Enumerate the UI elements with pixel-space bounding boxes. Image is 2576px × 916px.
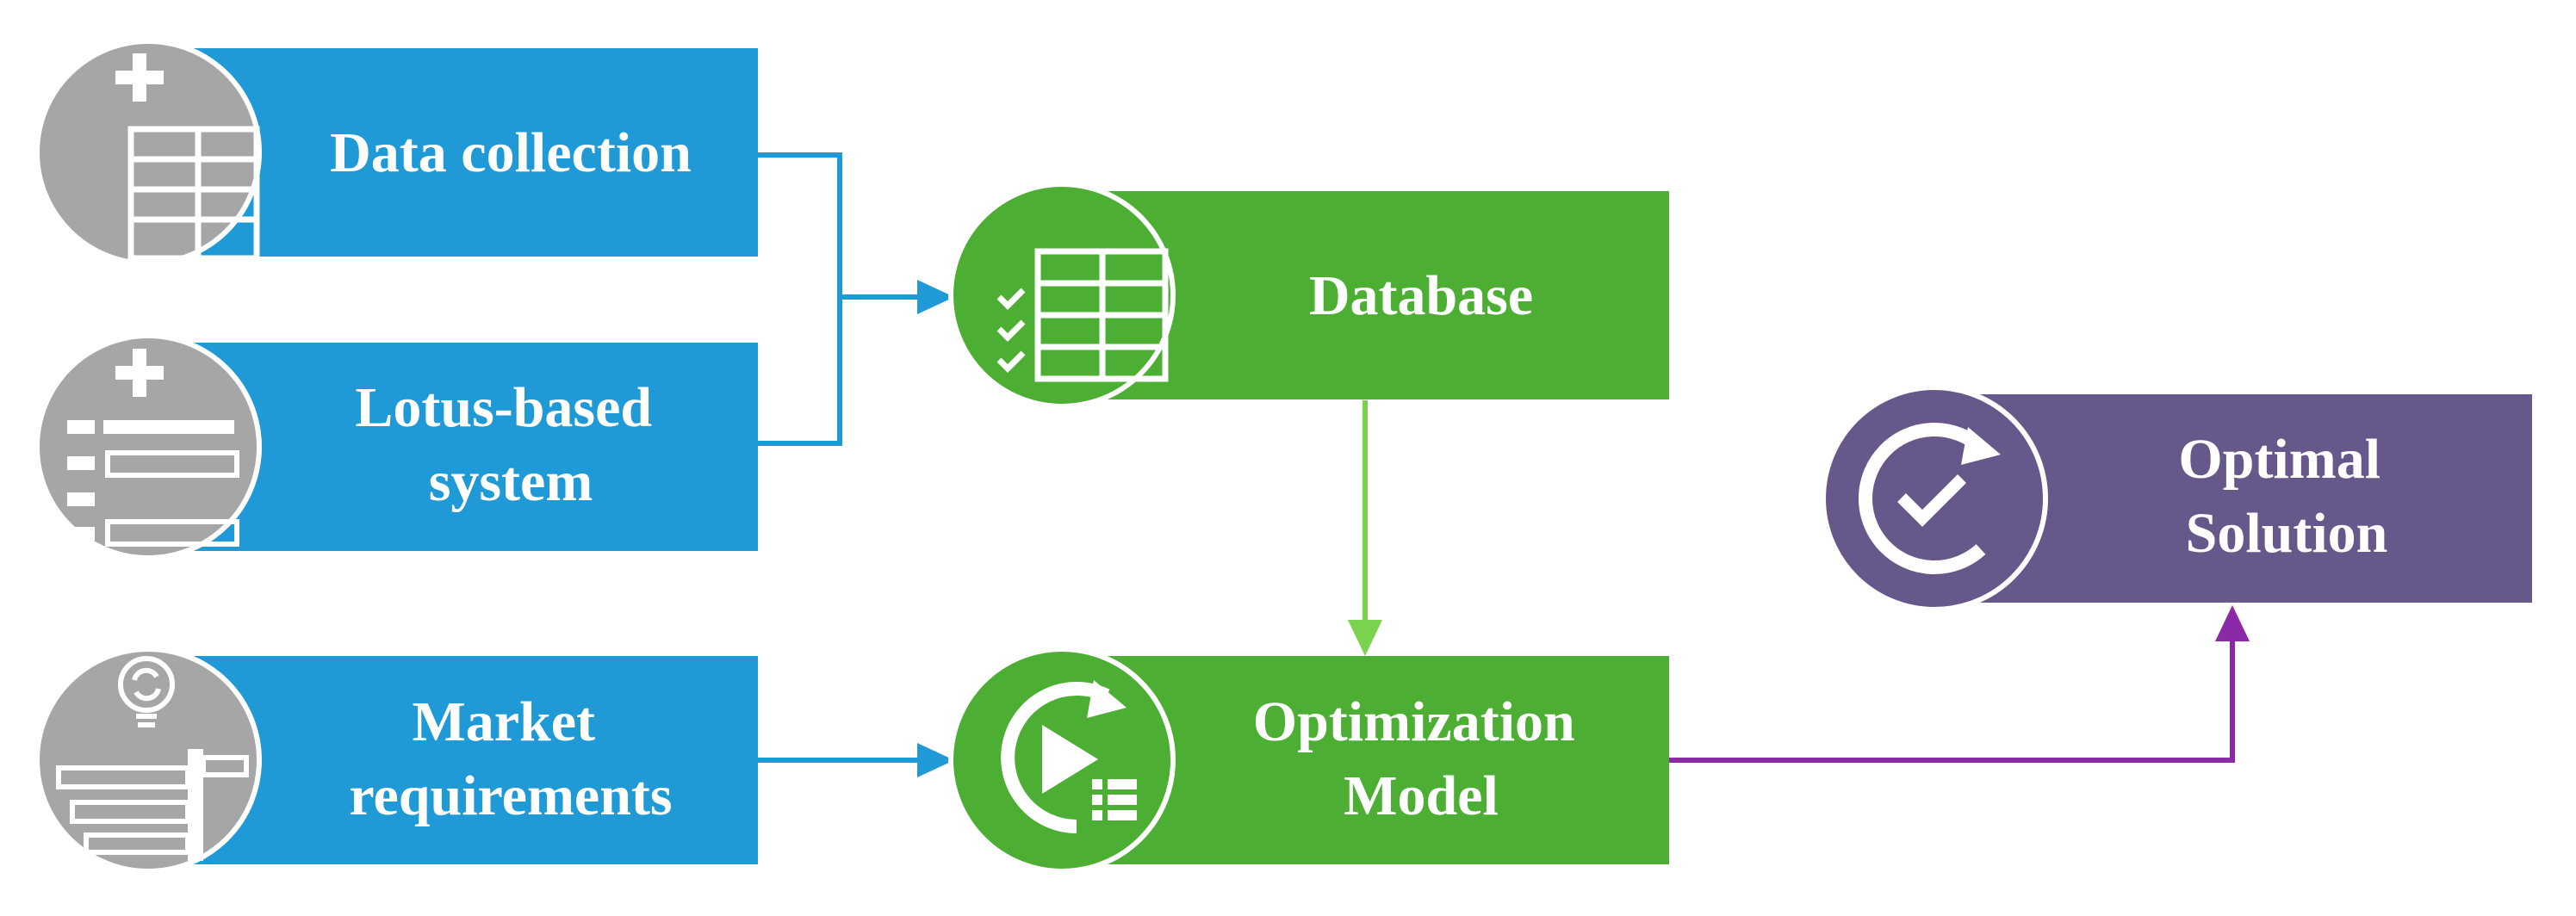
arrow-data-collection-to-database <box>758 152 917 300</box>
node-box <box>1087 191 1669 399</box>
arrowhead-optimization-in <box>917 743 954 777</box>
arrowhead-optimization-top <box>1348 620 1382 656</box>
arrowhead-database-in <box>917 280 954 314</box>
node-label: Optimal Solution <box>2178 428 2394 565</box>
node-lotus-system: Lotus-based system <box>34 333 758 560</box>
node-market-requirements: Market requirements <box>34 647 758 874</box>
arrow-lotus-to-database <box>758 297 842 446</box>
node-box <box>1087 656 1669 864</box>
form-add-icon <box>67 349 239 547</box>
icon-badge <box>34 647 262 874</box>
node-box <box>181 343 758 551</box>
node-label: Database <box>1309 264 1533 327</box>
arrowhead-solution-in <box>2215 605 2250 641</box>
node-label: Market requirements <box>349 690 672 827</box>
node-box <box>181 48 758 257</box>
icon-badge <box>948 182 1176 409</box>
refresh-check-icon <box>1858 423 2001 574</box>
node-label: Data collection <box>330 121 692 184</box>
connectors <box>758 152 2250 777</box>
node-label: Lotus-based system <box>355 376 666 513</box>
node-box <box>1968 394 2532 603</box>
run-process-icon <box>1001 680 1137 833</box>
checklist-table-icon <box>996 248 1169 382</box>
node-optimal-solution: Optimal Solution <box>1821 385 2532 612</box>
node-box <box>181 656 758 864</box>
node-database: Database <box>948 182 1669 409</box>
node-optimization-model: Optimization Model <box>948 647 1669 874</box>
idea-signpost-icon <box>56 656 249 861</box>
spreadsheet-add-icon <box>115 53 260 262</box>
node-label: Optimization Model <box>1253 690 1590 827</box>
node-data-collection: Data collection <box>34 39 758 266</box>
arrow-optimization-to-solution <box>1669 641 2235 763</box>
